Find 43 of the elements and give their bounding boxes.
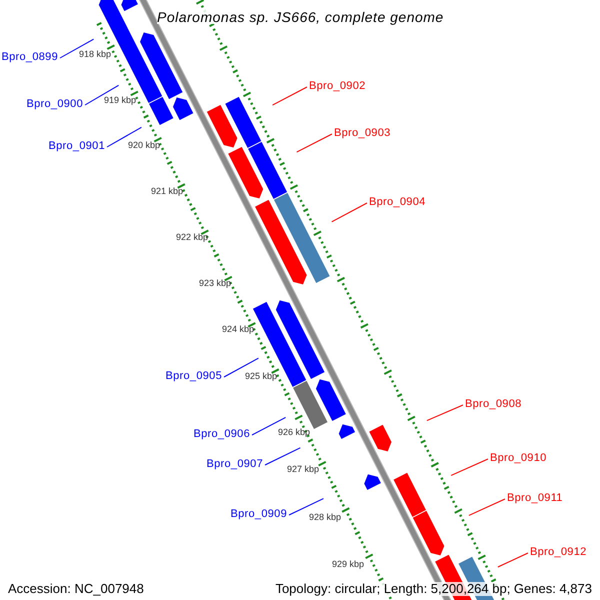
leader-line [296, 134, 332, 153]
leader-line [468, 498, 506, 516]
leader-line [252, 416, 286, 436]
gene-label: Bpro_0900 [26, 97, 83, 111]
scale-label: 922 kbp [176, 232, 208, 242]
leader-line [224, 358, 259, 378]
leader-line [84, 84, 120, 106]
scale-label: 920 kbp [128, 140, 160, 150]
scale-label: 921 kbp [150, 186, 183, 196]
scale-label: 918 kbp [78, 49, 111, 59]
scale-label: 928 kbp [308, 512, 341, 522]
leader-line [288, 498, 324, 516]
gene-label: Bpro_0903 [334, 126, 391, 140]
scale-label: 923 kbp [198, 278, 231, 288]
gene-label: Bpro_0905 [165, 369, 222, 383]
gene-label: Bpro_0908 [465, 397, 522, 411]
info-text: Accession: NC_007948 [8, 582, 144, 596]
leader-line [497, 552, 528, 568]
gene-label: Bpro_0912 [530, 545, 587, 559]
title: Polaromonas sp. JS666, complete genome [157, 10, 444, 24]
gene-label: Bpro_0911 [507, 491, 563, 505]
leader-line [331, 202, 368, 222]
leader-line [450, 458, 488, 476]
leader-line [272, 86, 308, 106]
leader-line [106, 126, 142, 148]
leader-line [264, 447, 301, 466]
gene-label: Bpro_0906 [193, 427, 250, 441]
info-text: Topology: circular; Length: 5,200,264 bp; Genes: 4,873 [275, 582, 592, 596]
gene-label: Bpro_0901 [48, 139, 105, 153]
scale-label: 919 kbp [104, 95, 136, 105]
scale-label: 925 kbp [244, 371, 277, 381]
scale-label: 924 kbp [222, 324, 254, 334]
gene-label: Bpro_0910 [490, 451, 547, 465]
gene-label: Bpro_0899 [1, 50, 58, 64]
leader-line [60, 38, 94, 58]
leader-line [426, 404, 464, 422]
scale-label: 926 kbp [278, 427, 310, 437]
gene-label: Bpro_0909 [230, 507, 287, 521]
scale-label: 927 kbp [286, 464, 319, 474]
gene-label: Bpro_0904 [369, 195, 426, 209]
gene-label: Bpro_0907 [206, 457, 263, 471]
gene-label: Bpro_0902 [309, 79, 366, 93]
scale-label: 929 kbp [332, 559, 364, 569]
